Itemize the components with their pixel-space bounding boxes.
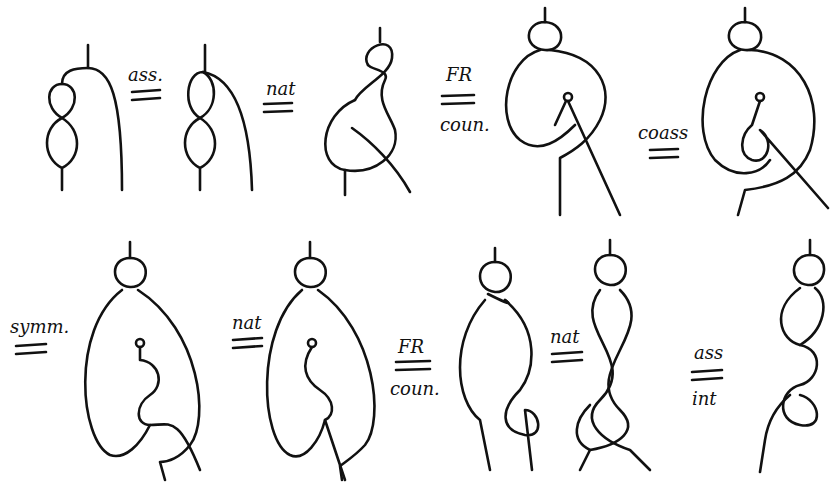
rule-label: coun. (440, 116, 490, 134)
rule-label: FR (446, 66, 472, 84)
rule-label: coass (638, 124, 688, 142)
rule-label: coun. (390, 380, 440, 398)
rule-label: symm. (10, 318, 69, 336)
rule-label: ass (694, 344, 723, 362)
rule-label: nat (266, 80, 296, 98)
rule-label: ass. (128, 66, 163, 84)
rule-label: FR (398, 338, 424, 356)
rule-label: int (692, 390, 717, 408)
rule-label: nat (550, 328, 580, 346)
rule-label: nat (232, 314, 262, 332)
